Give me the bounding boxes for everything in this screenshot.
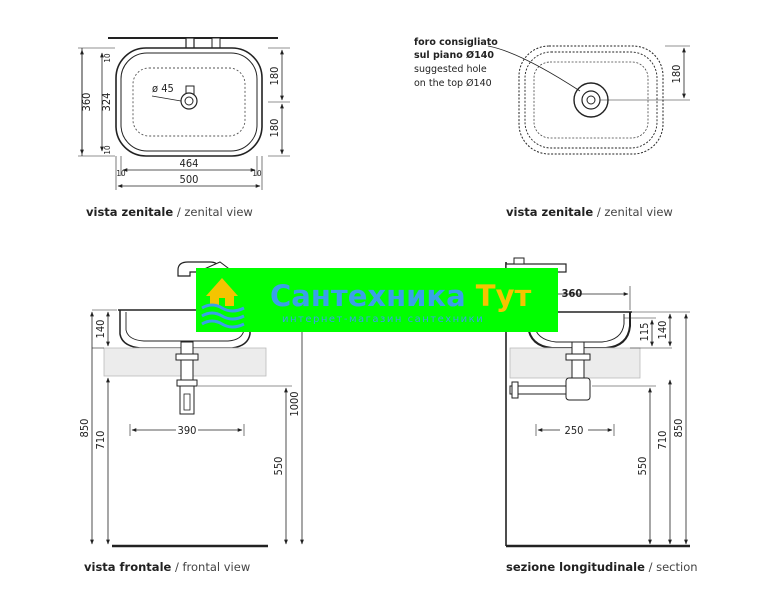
caption-bottom-left-en: / frontal view xyxy=(174,560,251,574)
dim-floor-to-trap: 550 xyxy=(272,457,285,476)
caption-top-left-it: vista zenitale xyxy=(86,205,174,219)
caption-top-right-en: / zenital view xyxy=(596,205,673,219)
dim-tap-height: 1000 xyxy=(288,391,301,416)
dim-inner-width: 464 xyxy=(180,157,199,170)
dim-margin-top: 10 xyxy=(103,53,112,63)
watermark-background xyxy=(196,268,558,332)
watermark-banner: Сантехника Тут интернет-магазин сантехни… xyxy=(196,268,558,332)
caption-top-right-it: vista zenitale xyxy=(506,205,594,219)
caption-top-left: vista zenitale / zenital view xyxy=(86,205,253,219)
caption-bottom-right-it: sezione longitudinale xyxy=(506,560,645,574)
dim-margin-left: 10 xyxy=(116,169,126,178)
drain-circle xyxy=(180,92,198,110)
dim-half-top: 180 xyxy=(268,67,281,86)
tap-lever-shape xyxy=(211,37,221,49)
watermark-subtitle: интернет-магазин сантехники xyxy=(282,314,484,325)
note-hole-en-2: on the top Ø140 xyxy=(414,78,492,89)
trap-shape xyxy=(179,385,195,415)
dim-basin-inner: 115 xyxy=(638,323,651,342)
caption-bottom-right: sezione longitudinale / section xyxy=(506,560,698,574)
waste-pipe-shape xyxy=(509,385,567,395)
caption-bottom-right-en: / section xyxy=(648,560,698,574)
dim-fixing-390: 390 xyxy=(178,424,197,437)
basin-inner-outline xyxy=(132,67,246,137)
caption-bottom-left-it: vista frontale xyxy=(84,560,172,574)
dim-margin-right: 10 xyxy=(252,169,262,178)
dim-counter-height-section: 710 xyxy=(656,431,669,450)
trap-section-shape xyxy=(565,377,591,401)
top-left-zenital-view: ø 45 360 324 10 10 180 180 464 500 10 10 xyxy=(78,37,290,190)
note-hole-en-1: suggested hole xyxy=(414,64,487,75)
drain-diameter-label: ø 45 xyxy=(152,82,174,95)
caption-bottom-left: vista frontale / frontal view xyxy=(84,560,250,574)
dim-basin-height-section: 140 xyxy=(656,321,669,340)
dim-total-height: 360 xyxy=(80,93,93,112)
watermark-title: Сантехника Тут xyxy=(270,279,531,313)
dim-top-width: 360 xyxy=(562,287,583,300)
dim-half-bottom: 180 xyxy=(268,119,281,138)
note-hole-it-1: foro consigliato xyxy=(414,37,498,48)
caption-top-right: vista zenitale / zenital view xyxy=(506,205,673,219)
caption-top-left-en: / zenital view xyxy=(176,205,253,219)
dim-floor-to-trap-section: 550 xyxy=(636,457,649,476)
dim-margin-bottom: 10 xyxy=(103,145,112,155)
dim-total-height-850: 850 xyxy=(78,419,91,438)
dim-total-height-section: 850 xyxy=(672,419,685,438)
dim-inner-height: 324 xyxy=(100,93,113,112)
dim-half-right: 180 xyxy=(670,65,683,84)
note-hole-it-2: sul piano Ø140 xyxy=(414,50,494,61)
dim-fixing-250: 250 xyxy=(565,424,584,437)
top-right-zenital-view: foro consigliato sul piano Ø140 suggeste… xyxy=(414,37,690,155)
dim-total-width: 500 xyxy=(180,173,199,186)
dim-counter-height: 710 xyxy=(94,431,107,450)
house-logo-icon xyxy=(201,278,245,329)
dim-basin-height: 140 xyxy=(94,320,107,339)
